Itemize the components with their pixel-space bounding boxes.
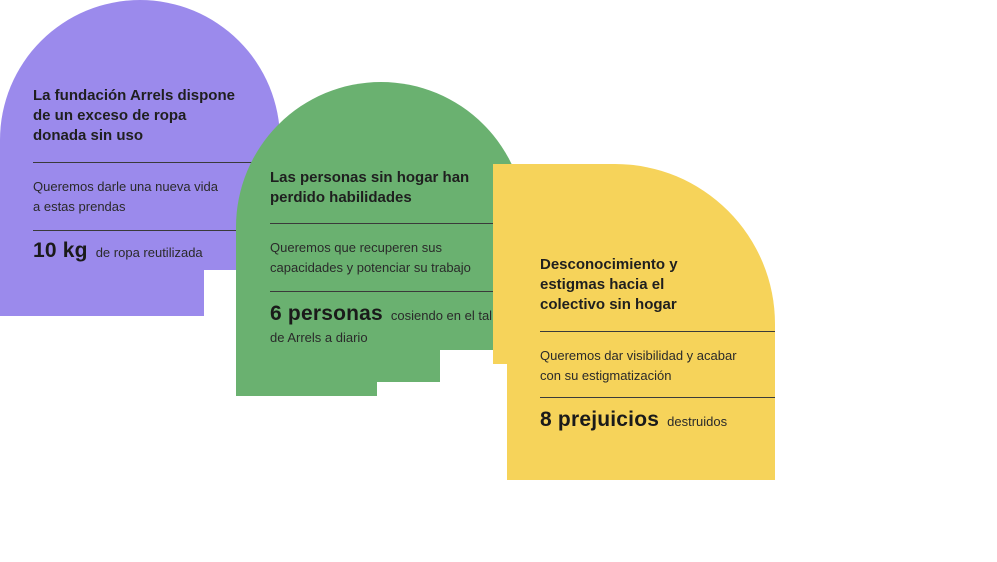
card-donated-clothes: La fundación Arrels dispone de un exceso…: [0, 0, 280, 316]
card-stat: 10 kg de ropa reutilizada: [33, 239, 273, 263]
card-background-tab: [0, 268, 204, 316]
card-background-tab: [236, 380, 377, 396]
card-divider: [270, 291, 526, 292]
card-title: La fundación Arrels dispone de un exceso…: [33, 87, 235, 144]
card-divider: [33, 162, 280, 163]
card-divider: [33, 230, 280, 231]
stat-value: 10 kg: [33, 239, 88, 262]
card-background-tab: [236, 348, 440, 382]
stat-value: 8 prejuicios: [540, 408, 660, 431]
card-stigma: Desconocimiento y estigmas hacia el cole…: [493, 164, 775, 480]
card-background-arch: [236, 82, 526, 350]
stat-text: de ropa reutilizada: [95, 245, 203, 260]
card-lost-skills: Las personas sin hogar han perdido habil…: [236, 82, 526, 396]
card-stat: 8 prejuicios destruidos: [540, 408, 770, 432]
card-title: Desconocimiento y estigmas hacia el cole…: [540, 256, 678, 313]
card-background-arch: [0, 0, 280, 270]
stat-text: cosiendo en el taller de Arrels a diario: [270, 308, 507, 345]
card-divider: [540, 397, 775, 398]
card-background-tab: [507, 362, 775, 480]
card-subtitle: Queremos darle una nueva vida a estas pr…: [33, 179, 219, 214]
card-divider: [540, 331, 775, 332]
card-title: Las personas sin hogar han perdido habil…: [270, 169, 470, 206]
stat-value: 6 personas: [270, 302, 383, 325]
card-subtitle: Queremos dar visibilidad y acabar con su…: [540, 348, 737, 383]
card-subtitle: Queremos que recuperen sus capacidades y…: [270, 240, 471, 275]
stat-text: destruidos: [667, 414, 728, 429]
card-divider: [270, 223, 526, 224]
